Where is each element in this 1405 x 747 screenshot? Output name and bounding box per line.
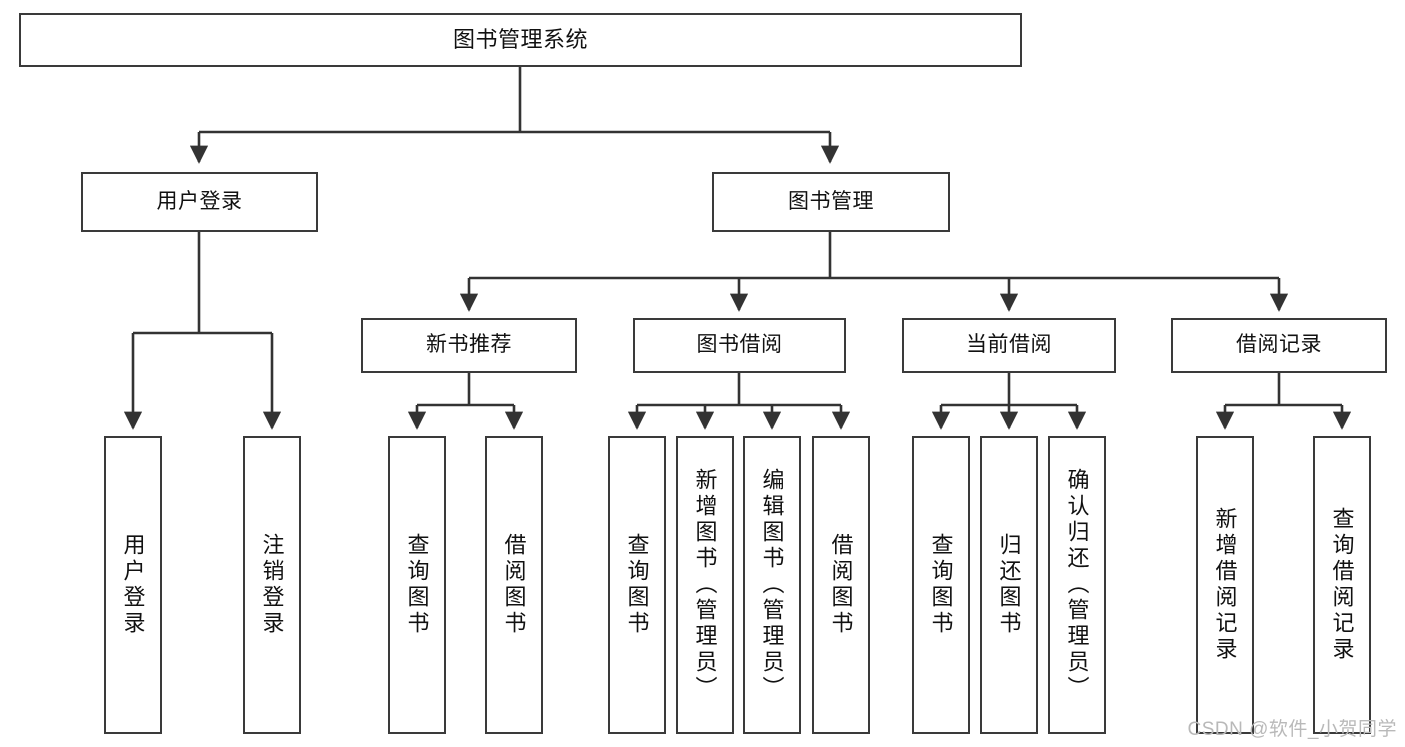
leaf-book-borrow-query[interactable]: 查询图书 [608, 436, 666, 734]
node-label: 借阅图书 [828, 533, 854, 637]
node-label: 借阅记录 [1236, 333, 1322, 357]
node-label: 用户登录 [120, 533, 146, 637]
node-label: 借阅图书 [501, 533, 527, 637]
node-label: 查询图书 [404, 533, 430, 637]
node-label: 查询借阅记录 [1329, 507, 1355, 663]
leaf-borrow-record-add[interactable]: 新增借阅记录 [1196, 436, 1254, 734]
leaf-current-borrow-return[interactable]: 归还图书 [980, 436, 1038, 734]
leaf-book-borrow-edit[interactable]: 编辑图书（管理员） [743, 436, 801, 734]
node-label: 确认归还（管理员） [1064, 468, 1090, 702]
node-label: 用户登录 [156, 189, 243, 213]
node-label: 新增借阅记录 [1212, 507, 1238, 663]
node-label: 新增图书（管理员） [692, 468, 718, 702]
node-label: 图书管理 [788, 189, 874, 213]
leaf-current-borrow-confirm[interactable]: 确认归还（管理员） [1048, 436, 1106, 734]
leaf-user-login-logout[interactable]: 注销登录 [243, 436, 301, 734]
node-borrow-record[interactable]: 借阅记录 [1171, 318, 1387, 373]
node-current-borrow[interactable]: 当前借阅 [902, 318, 1116, 373]
node-label: 查询图书 [928, 533, 954, 637]
node-root-system[interactable]: 图书管理系统 [19, 13, 1022, 67]
node-label: 新书推荐 [426, 333, 512, 357]
leaf-new-book-query[interactable]: 查询图书 [388, 436, 446, 734]
leaf-user-login-login[interactable]: 用户登录 [104, 436, 162, 734]
node-book-management[interactable]: 图书管理 [712, 172, 950, 232]
node-label: 图书借阅 [696, 333, 783, 357]
csdn-watermark: CSDN @软件_小贺同学 [1187, 719, 1397, 740]
leaf-book-borrow-borrow[interactable]: 借阅图书 [812, 436, 870, 734]
node-book-borrow[interactable]: 图书借阅 [633, 318, 846, 373]
node-label: 归还图书 [996, 533, 1022, 637]
leaf-book-borrow-add[interactable]: 新增图书（管理员） [676, 436, 734, 734]
node-label: 编辑图书（管理员） [759, 468, 785, 702]
node-label: 图书管理系统 [452, 27, 588, 53]
leaf-new-book-borrow[interactable]: 借阅图书 [485, 436, 543, 734]
node-new-book-recommend[interactable]: 新书推荐 [361, 318, 577, 373]
leaf-borrow-record-query[interactable]: 查询借阅记录 [1313, 436, 1371, 734]
node-label: 当前借阅 [966, 333, 1052, 357]
node-label: 注销登录 [259, 533, 285, 637]
leaf-current-borrow-query[interactable]: 查询图书 [912, 436, 970, 734]
node-label: 查询图书 [624, 533, 650, 637]
node-user-login[interactable]: 用户登录 [81, 172, 318, 232]
